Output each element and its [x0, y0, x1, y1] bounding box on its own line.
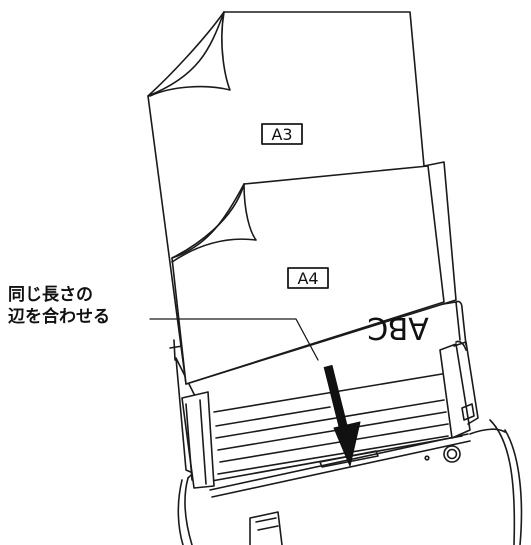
scanner-body — [177, 419, 523, 545]
a3-label-box — [261, 123, 303, 145]
a3-label: A3 — [271, 125, 292, 144]
insert-arrow — [323, 364, 361, 467]
paper-a4: A4 ABC — [171, 165, 445, 385]
callout-text: 同じ長さの 辺を合わせる — [8, 284, 110, 328]
a4-label: A4 — [297, 269, 318, 288]
callout-leader — [149, 318, 319, 361]
left-side-guide — [175, 357, 215, 489]
callout-line-1: 同じ長さの — [8, 285, 93, 305]
abc-upside-down-text: ABC — [367, 310, 429, 345]
callout-line-2: 辺を合わせる — [8, 307, 110, 327]
a4-label-box — [287, 267, 329, 289]
right-side-guide — [439, 340, 479, 439]
